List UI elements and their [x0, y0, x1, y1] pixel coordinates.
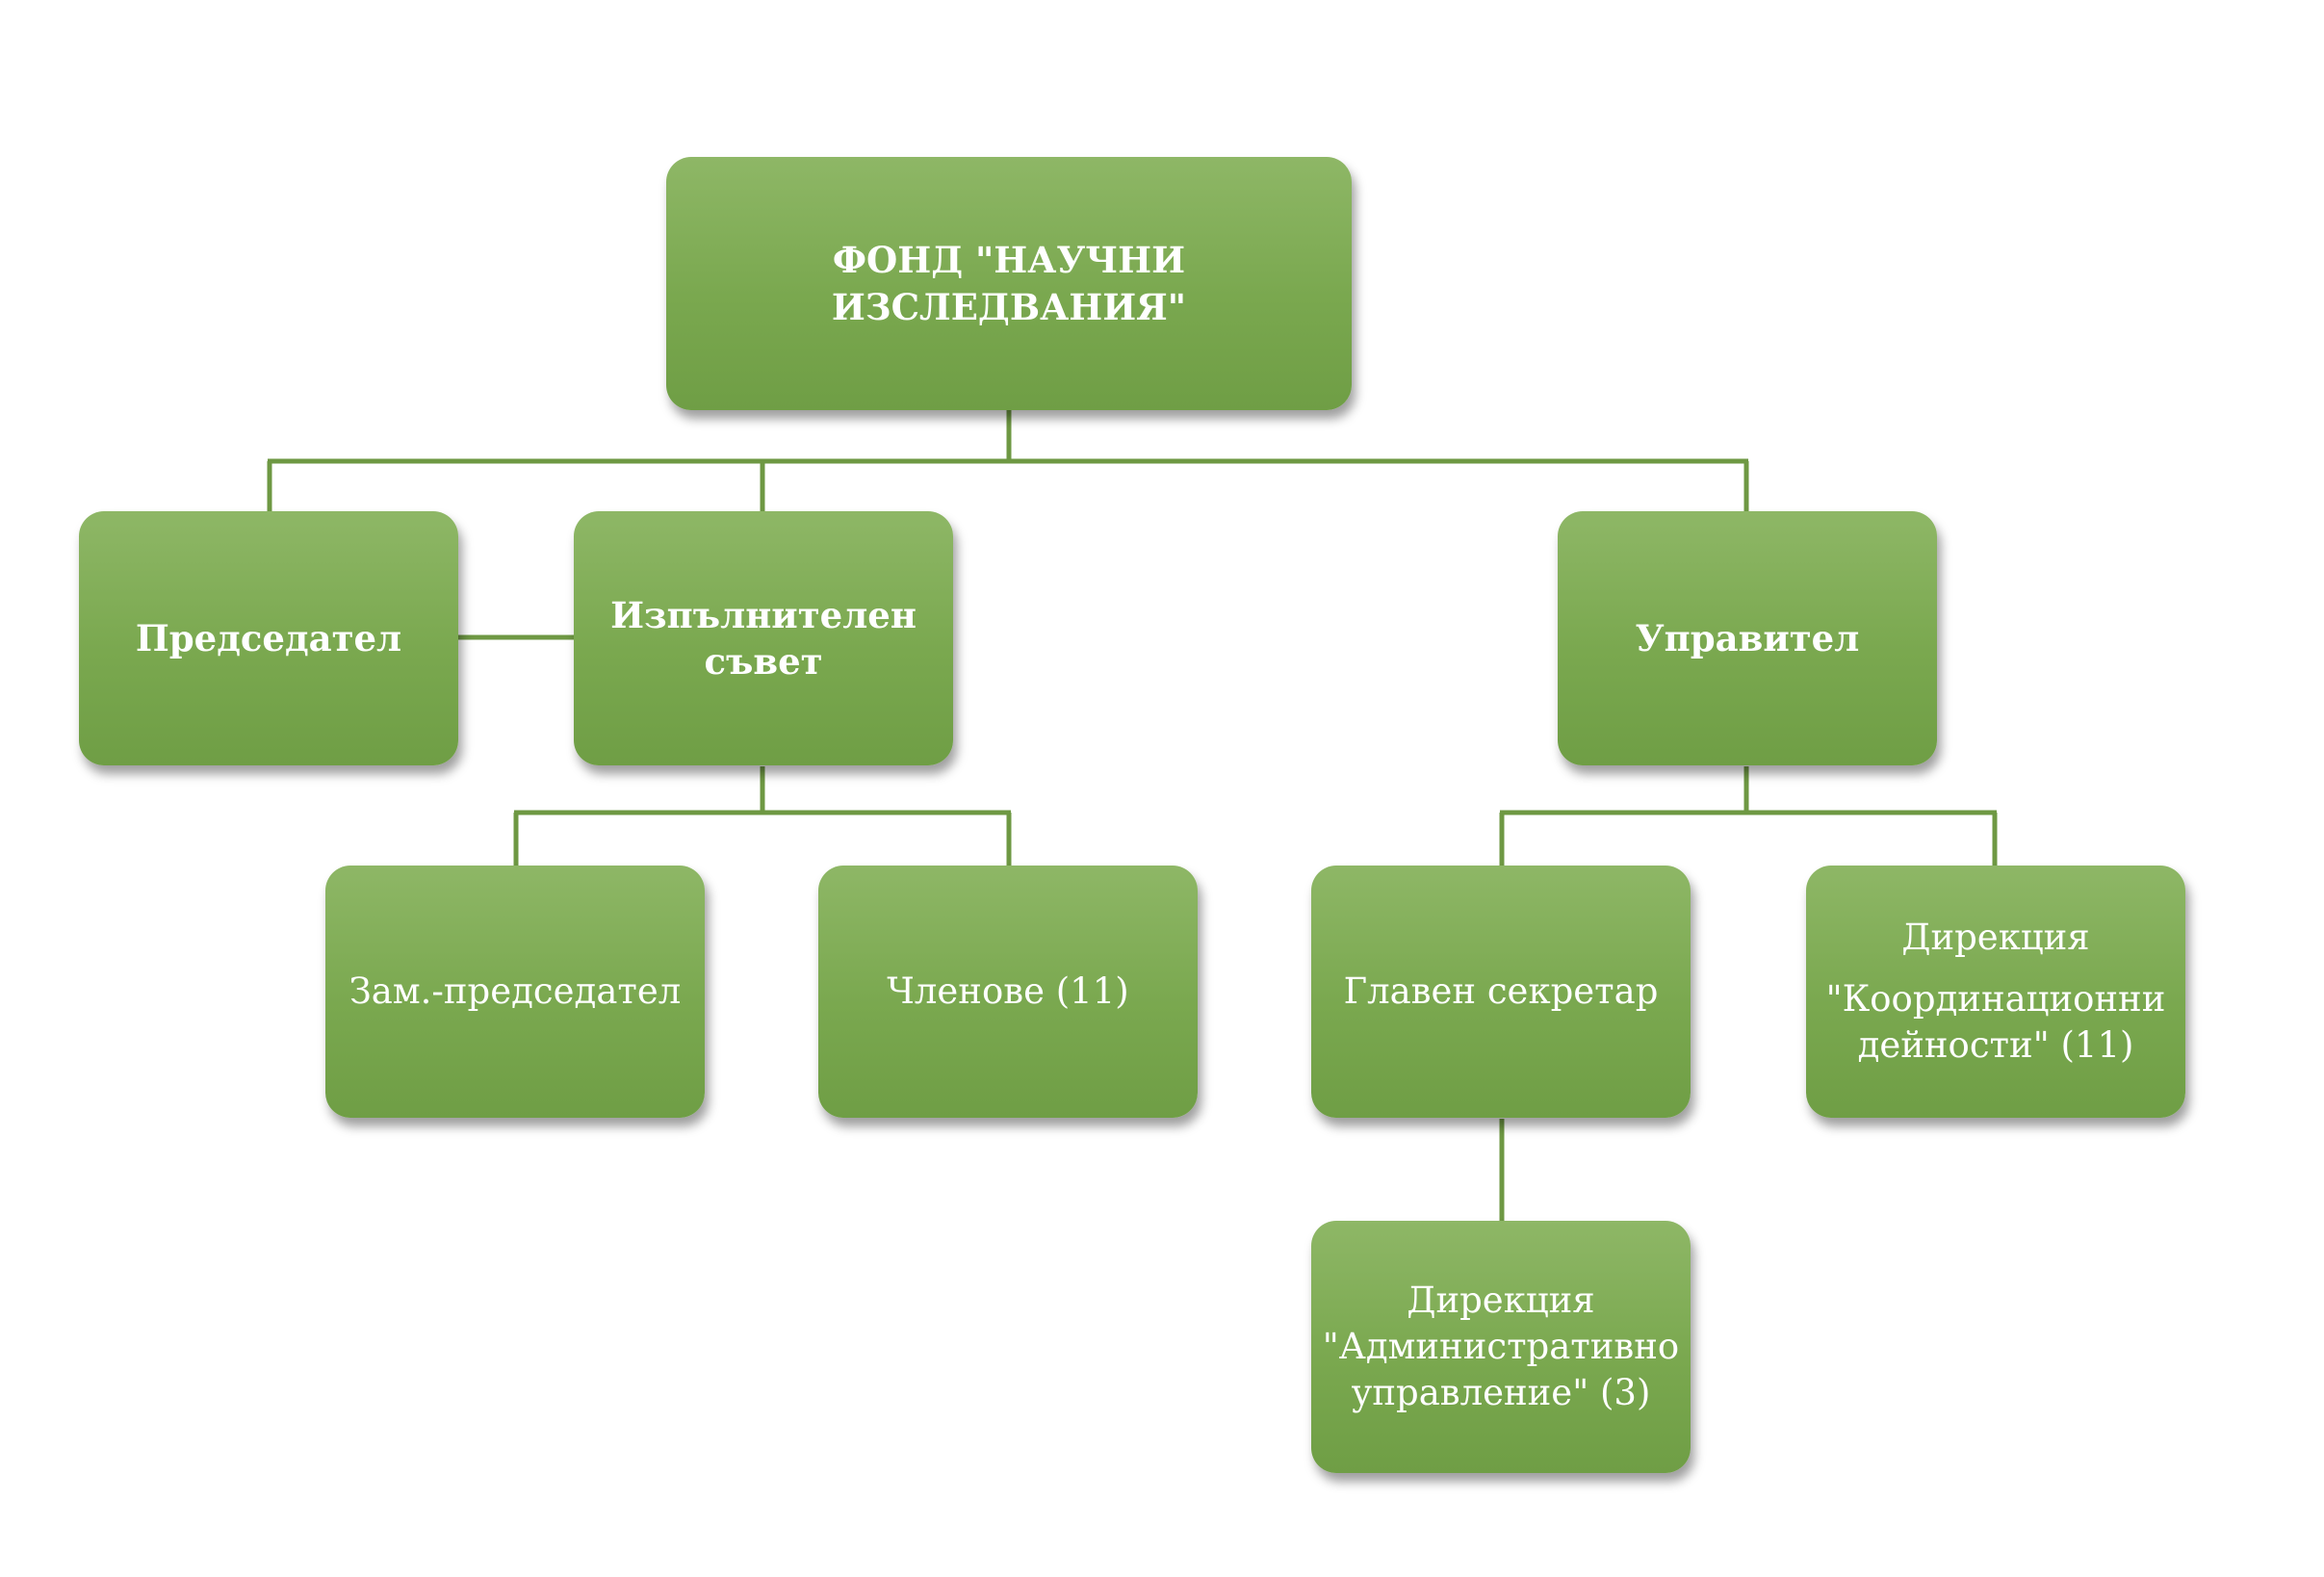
- node-chief-secretary-label: Главен секретар: [1343, 969, 1659, 1012]
- node-manager-label: Управител: [1635, 616, 1860, 659]
- node-chairman-label: Председател: [135, 616, 402, 659]
- node-manager: Управител: [1558, 511, 1937, 765]
- node-exec-council: Изпълнителен съвет: [574, 511, 953, 765]
- node-members-label: Членове (11): [887, 969, 1129, 1012]
- node-deputy-chairman: Зам.-председател: [325, 866, 705, 1118]
- node-dir-admin-line2: "Административно: [1322, 1325, 1680, 1367]
- node-members: Членове (11): [818, 866, 1198, 1118]
- node-root-label: ФОНД "НАУЧНИ ИЗСЛЕДВАНИЯ": [831, 239, 1187, 328]
- node-chairman: Председател: [79, 511, 458, 765]
- node-dir-admin: Дирекция "Административно управление" (3…: [1311, 1221, 1691, 1473]
- node-exec-council-line1: Изпълнителен: [610, 593, 917, 636]
- node-dir-coord-line1: Дирекция: [1901, 916, 2090, 958]
- node-exec-council-line2: съвет: [704, 640, 823, 683]
- node-dir-coord-line2: "Координационни: [1825, 977, 2166, 1020]
- node-dir-coord: Дирекция "Координационни дейности" (11): [1806, 866, 2185, 1118]
- node-deputy-chairman-label: Зам.-председател: [349, 969, 682, 1012]
- node-root: ФОНД "НАУЧНИ ИЗСЛЕДВАНИЯ": [666, 157, 1352, 410]
- node-dir-admin-line3: управление" (3): [1351, 1372, 1651, 1414]
- node-dir-admin-line1: Дирекция: [1407, 1279, 1595, 1321]
- node-chief-secretary: Главен секретар: [1311, 866, 1691, 1118]
- node-dir-coord-line3: дейности" (11): [1857, 1024, 2134, 1067]
